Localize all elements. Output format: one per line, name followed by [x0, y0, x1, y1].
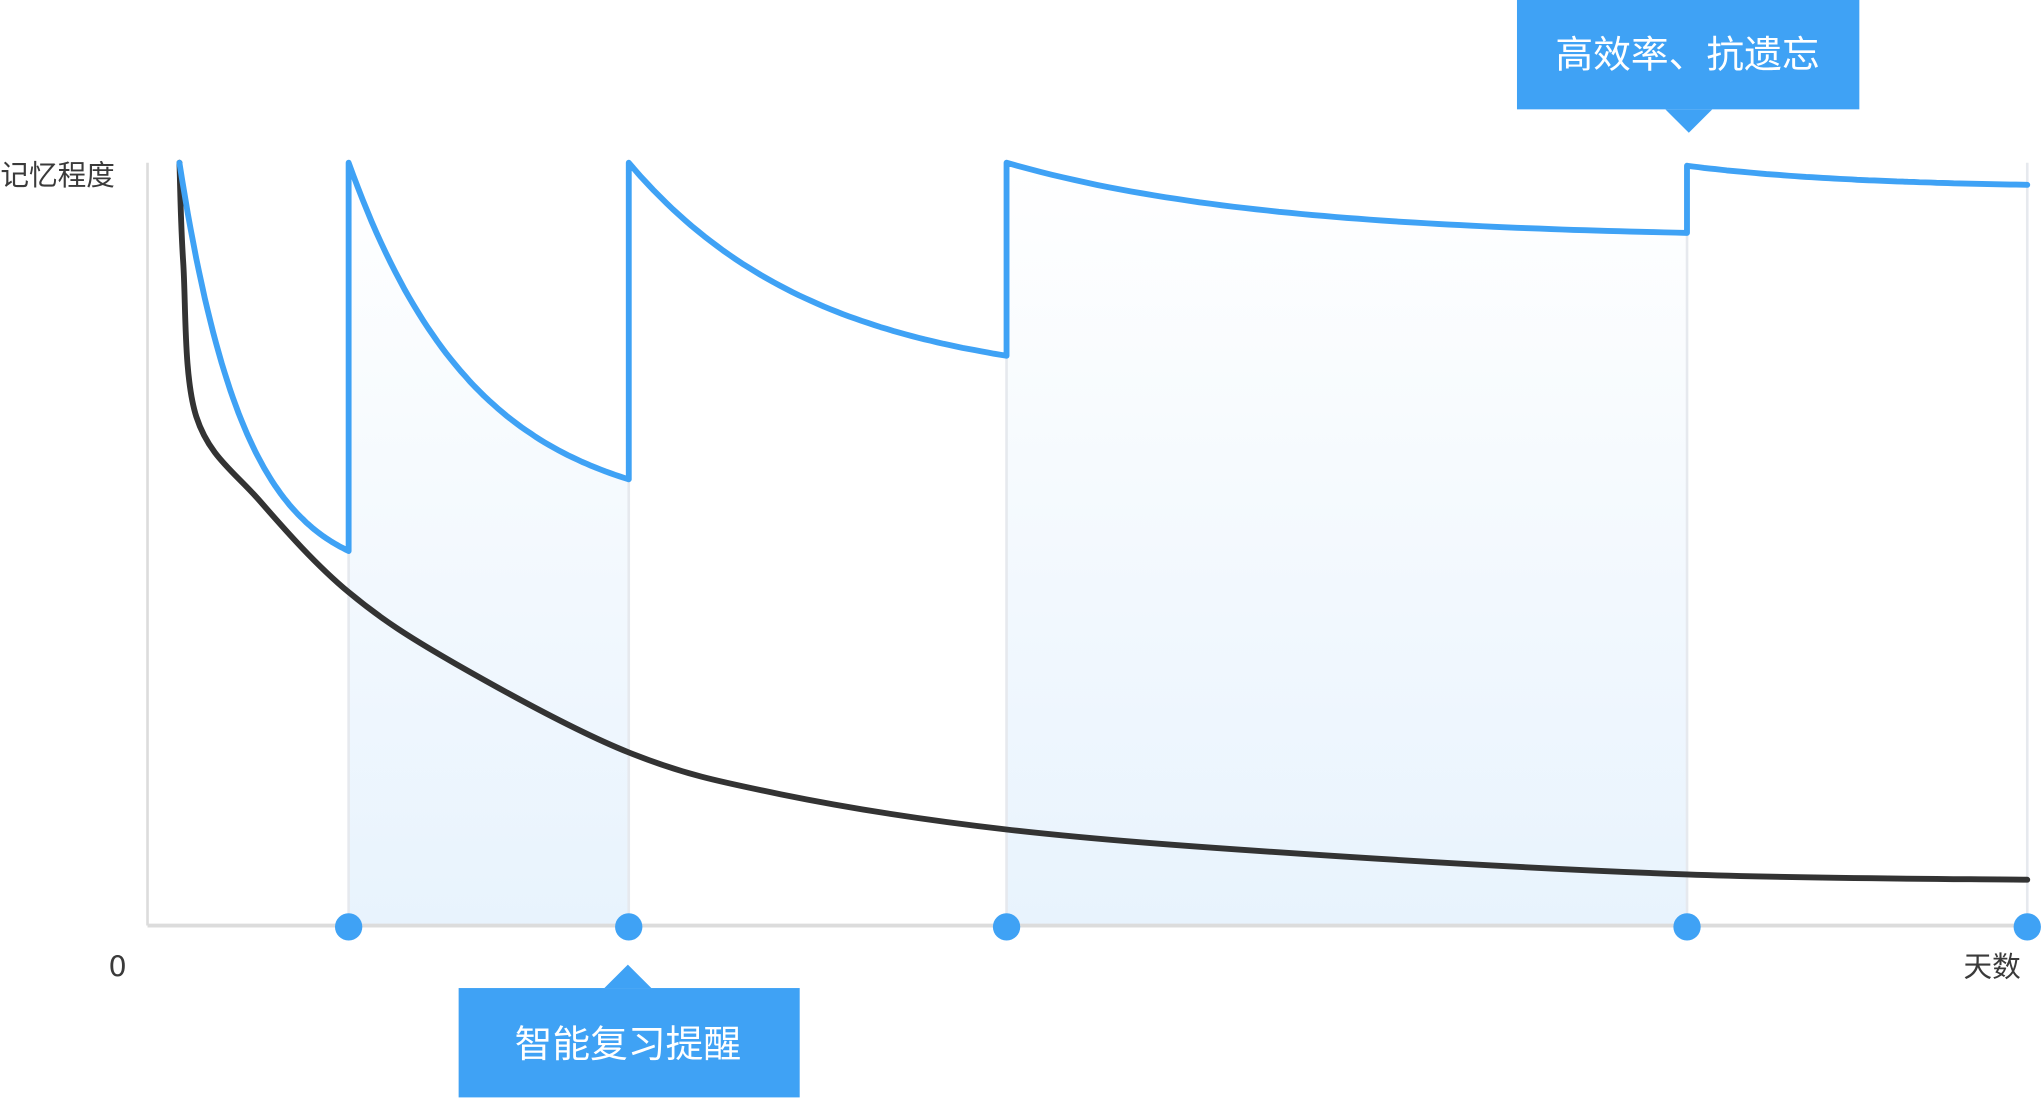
- callout-bottom: 智能复习提醒: [458, 964, 800, 1098]
- review-point-dot: [1673, 913, 1701, 941]
- shaded-region: [1006, 162, 1688, 926]
- origin-label: 0: [108, 949, 126, 983]
- shaded-region: [348, 162, 629, 926]
- review-point-dot: [2013, 913, 2041, 941]
- y-axis-label: 记忆程度: [0, 158, 115, 192]
- shaded-regions: [348, 162, 1688, 926]
- review-point-markers: [334, 913, 2041, 941]
- review-point-dot: [334, 913, 363, 941]
- series-without-review-line: [176, 159, 2031, 883]
- x-axis-label: 天数: [1963, 949, 2020, 983]
- series-with-review-line: [176, 159, 2031, 554]
- callout-top-text: 高效率、抗遗忘: [1555, 33, 1819, 77]
- review-point-dot: [615, 913, 643, 941]
- review-point-dot: [992, 913, 1021, 941]
- callout-bottom-text: 智能复习提醒: [515, 1022, 742, 1066]
- callout-top: 高效率、抗遗忘: [1516, 0, 1860, 133]
